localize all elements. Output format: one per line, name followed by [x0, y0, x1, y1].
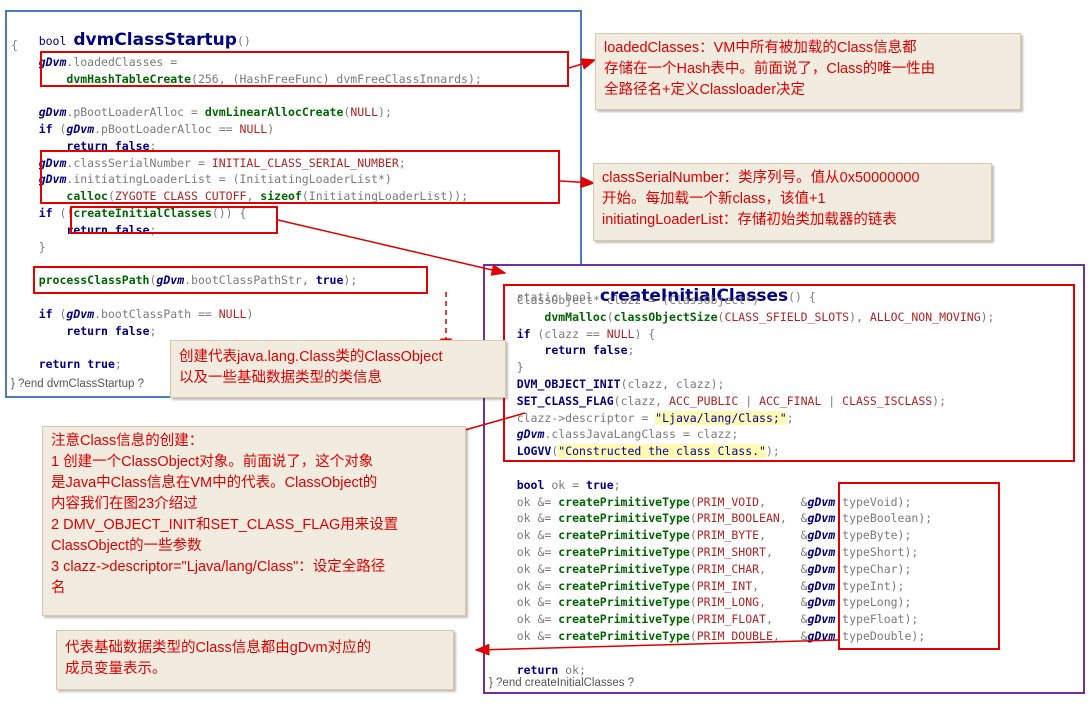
dvmclassstartup-footer: } ?end dvmClassStartup ?	[11, 378, 144, 390]
note-line: 1 创建一个ClassObject对象。前面说了，这个对象	[51, 454, 374, 470]
note-line: 开始。每加载一个新class，该值+1	[602, 191, 826, 207]
note-create-classobject: 创建代表java.lang.Class类的ClassObject 以及一些基础数据…	[170, 340, 506, 398]
code-line: LOGVV("Constructed the class Class.");	[516, 444, 780, 459]
code-line: dvmMalloc(classObjectSize(CLASS_SFIELD_S…	[544, 309, 995, 324]
createinitialclasses-panel: static bool createInitialClasses() { Cla…	[483, 264, 1085, 694]
createinitialclasses-footer: } ?end createInitialClasses ?	[489, 677, 635, 689]
code-line: return true;	[38, 357, 122, 372]
code-line: calloc(ZYGOTE_CLASS_CUTOFF, sizeof(Initi…	[66, 189, 469, 204]
highlight-loadedclasses	[40, 51, 569, 87]
note-line: initiatingLoaderList：存储初始类加载器的链表	[602, 212, 897, 228]
highlight-serialnumber	[40, 150, 560, 204]
note-loadedclasses: loadedClasses：VM中所有被加载的Class信息都存储在一个Hash…	[595, 33, 1021, 110]
code-line: ok &= createPrimitiveType(PRIM_SHORT, &g…	[489, 544, 919, 559]
note-line: loadedClasses：VM中所有被加载的Class信息都	[604, 40, 917, 56]
note-line: 成员变量表示。	[65, 661, 167, 677]
code-line: clazz->descriptor = "Ljava/lang/Class;";	[489, 410, 794, 425]
code-line: SET_CLASS_FLAG(clazz, ACC_PUBLIC | ACC_F…	[516, 393, 947, 408]
code-line: gDvm.classJavaLangClass = clazz;	[516, 427, 739, 442]
note-line: 名	[51, 580, 66, 596]
code-line: if (gDvm.pBootLoaderAlloc == NULL)	[38, 121, 275, 136]
note-line: 注意Class信息的创建：	[51, 433, 204, 449]
function-title: createInitialClasses	[599, 285, 789, 306]
note-line: 创建代表java.lang.Class类的ClassObject	[179, 349, 443, 365]
highlight-createinitialclasses-call	[70, 206, 278, 234]
code-line: gDvm.classSerialNumber = INITIAL_CLASS_S…	[38, 155, 406, 170]
code-line: ok &= createPrimitiveType(PRIM_BOOLEAN, …	[489, 511, 933, 526]
dvmclassstartup-code: { gDvm.loadedClasses = dvmHashTableCreat…	[11, 37, 482, 373]
note-primitive-types: 代表基础数据类型的Class信息都由gDvm对应的成员变量表示。	[56, 630, 454, 690]
createinitialclasses-signature: static bool createInitialClasses() {	[489, 271, 816, 322]
return-type: bool	[38, 33, 67, 48]
code-line: return false;	[66, 138, 157, 153]
code-line	[489, 460, 994, 477]
code-line: gDvm.initiatingLoaderList = (InitiatingL…	[38, 172, 392, 187]
code-line: {	[11, 38, 18, 52]
code-line: if (clazz == NULL) {	[516, 326, 656, 341]
note-line: classSerialNumber：类序列号。值从0x50000000	[602, 170, 920, 186]
code-line	[11, 87, 482, 104]
code-line: DVM_OBJECT_INIT(clazz, clazz);	[516, 376, 725, 391]
code-line: ok &= createPrimitiveType(PRIM_VOID, &gD…	[489, 494, 912, 509]
code-line: ok &= createPrimitiveType(PRIM_INT, &gDv…	[489, 578, 905, 593]
highlight-primitive-members	[838, 482, 1000, 650]
signature-suffix: ()	[236, 33, 251, 48]
note-line: ClassObject的一些参数	[51, 538, 202, 554]
code-line: processClassPath(gDvm.bootClassPathStr, …	[38, 273, 358, 288]
note-line: 全路径名+定义Classloader决定	[604, 82, 806, 98]
dvmclassstartup-panel: bool dvmClassStartup() { gDvm.loadedClas…	[5, 10, 582, 398]
code-line: ok &= createPrimitiveType(PRIM_FLOAT, &g…	[489, 612, 919, 627]
signature-prefix: static bool	[516, 289, 593, 304]
highlight-processclasspath	[33, 266, 428, 294]
note-classserialnumber: classSerialNumber：类序列号。值从0x50000000 开始。每加…	[593, 163, 992, 241]
code-line: gDvm.pBootLoaderAlloc = dvmLinearAllocCr…	[38, 105, 392, 120]
dvmclassstartup-signature: bool dvmClassStartup()	[11, 15, 251, 66]
note-line: 内容我们在图23介绍过	[51, 496, 198, 512]
code-line: gDvm.loadedClasses =	[38, 54, 178, 69]
code-line: return false;	[66, 323, 157, 338]
note-line: 代表基础数据类型的Class信息都由gDvm对应的	[65, 640, 372, 656]
note-line: 3 clazz->descriptor="Ljava/lang/Class"：设…	[51, 559, 386, 575]
note-line: 2 DMV_OBJECT_INIT和SET_CLASS_FLAG用来设置	[51, 517, 399, 533]
createinitialclasses-code: ClassObject* clazz = (ClassObject*) dvmM…	[489, 292, 995, 678]
code-line: if (!createInitialClasses()) {	[38, 205, 247, 220]
code-line: return ok;	[516, 662, 586, 677]
note-class-info-creation: 注意Class信息的创建： 1 创建一个ClassObject对象。前面说了，这个…	[42, 426, 466, 616]
note-line: 是Java中Class信息在VM中的代表。ClassObject的	[51, 475, 378, 491]
code-line: ClassObject* clazz = (ClassObject*)	[489, 293, 760, 307]
code-line: }	[489, 360, 524, 375]
code-line: dvmHashTableCreate(256, (HashFreeFunc) d…	[66, 71, 482, 86]
code-line: ok &= createPrimitiveType(PRIM_CHAR, &gD…	[489, 561, 912, 576]
function-title: dvmClassStartup	[73, 29, 237, 50]
code-line: return false;	[544, 343, 635, 358]
code-line: bool ok = true;	[516, 477, 621, 492]
note-line: 存储在一个Hash表中。前面说了，Class的唯一性由	[604, 61, 936, 77]
code-line: if (gDvm.bootClassPath == NULL)	[38, 306, 254, 321]
code-line: ok &= createPrimitiveType(PRIM_BYTE, &gD…	[489, 528, 912, 543]
code-line: ok &= createPrimitiveType(PRIM_LONG, &gD…	[489, 595, 912, 610]
code-line: }	[11, 239, 46, 254]
highlight-classobject-init	[503, 284, 1075, 462]
note-line: 以及一些基础数据类型的类信息	[179, 370, 382, 386]
signature-suffix: () {	[788, 289, 816, 304]
